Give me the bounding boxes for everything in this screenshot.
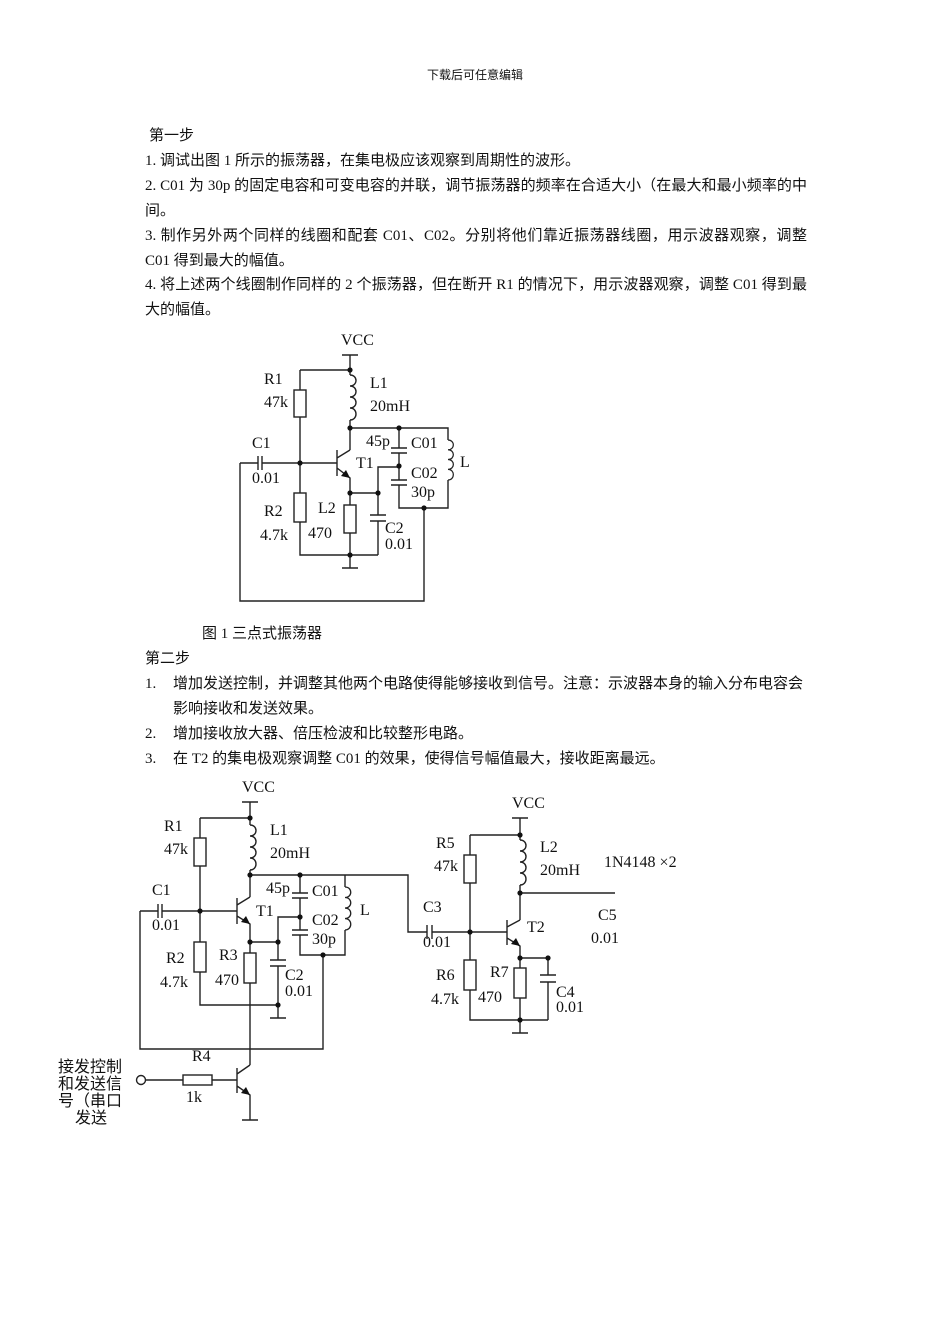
- c01-label: C01: [411, 435, 438, 452]
- item-text: 在 T2 的集电极观察调整 C01 的效果，使得信号幅值最大，接收距离最远。: [173, 751, 665, 767]
- step2-title: 第二步: [145, 651, 191, 667]
- r2-resistor: [193, 941, 207, 973]
- r6-value: 4.7k: [431, 991, 459, 1008]
- step1-item-4: 4. 将上述两个线圈制作同样的 2 个振荡器，但在断开 R1 的情况下，用示波器…: [145, 277, 807, 318]
- l1-label: L1: [270, 822, 288, 839]
- r2-value: 4.7k: [160, 974, 188, 991]
- page-header: 下载后可任意编辑: [426, 68, 523, 82]
- c02-label: C02: [312, 912, 339, 929]
- c2-label: C2: [385, 520, 404, 537]
- t1-label: T1: [256, 903, 274, 920]
- r7-value: 470: [478, 989, 502, 1006]
- l1-inductor: [249, 824, 257, 871]
- r1-value: 47k: [264, 394, 288, 411]
- r2-resistor: [293, 492, 307, 523]
- r3-value: 470: [215, 972, 239, 989]
- l2-inductor: [519, 839, 527, 886]
- r6-label: R6: [436, 967, 455, 984]
- c4-value: 0.01: [556, 999, 584, 1016]
- step1-item-2: 2. C01 为 30p 的固定电容和可变电容的并联，调节振荡器的频率在合适大小…: [145, 178, 807, 219]
- r4-label: R4: [192, 1048, 211, 1065]
- r1-resistor: [193, 837, 207, 867]
- vcc-label: VCC: [341, 332, 374, 349]
- item-text: 增加发送控制，并调整其他两个电路使得能够接收到信号。注意：示波器本身的输入分布电…: [173, 676, 804, 717]
- r2-label: R2: [166, 950, 185, 967]
- input-label-line: 发送: [75, 1109, 107, 1127]
- step2-item-3: 3. 在 T2 的集电极观察调整 C01 的效果，使得信号幅值最大，接收距离最远。: [145, 747, 807, 772]
- l1-value: 20mH: [370, 398, 410, 415]
- figure2-transceiver-circuit: VCC R1 47k L1 20mH C1 0.01 45p C01 T1 L …: [58, 779, 677, 1127]
- l-inductor: [344, 886, 352, 931]
- c02-value: 30p: [411, 484, 435, 501]
- c5-value: 0.01: [591, 930, 619, 947]
- r1-label: R1: [264, 371, 283, 388]
- step1-item-1: 1. 调试出图 1 所示的振荡器，在集电极应该观察到周期性的波形。: [145, 153, 581, 169]
- l2-value: 20mH: [540, 862, 580, 879]
- input-label-line: 号（串口: [58, 1092, 122, 1110]
- t1-label: T1: [356, 455, 374, 472]
- item-text: 增加接收放大器、倍压检波和比较整形电路。: [173, 726, 474, 742]
- c02-value: 30p: [312, 931, 336, 948]
- c1-label: C1: [152, 882, 171, 899]
- r4-resistor: [182, 1074, 213, 1086]
- r3-resistor: [243, 952, 257, 984]
- c5-label: C5: [598, 907, 617, 924]
- c1-value: 0.01: [152, 917, 180, 934]
- c01-value: 45p: [266, 880, 290, 897]
- r5-value: 47k: [434, 858, 458, 875]
- item-number: 2.: [145, 726, 157, 742]
- l1-inductor: [349, 374, 357, 421]
- input-terminal[interactable]: [135, 1074, 147, 1086]
- step2-item-1: 1. 增加发送控制，并调整其他两个电路使得能够接收到信号。注意：示波器本身的输入分…: [145, 672, 807, 722]
- figure1-oscillator-circuit: VCC R1 47k L1 20mH C1 0.01 45p C01 T1 L …: [239, 332, 470, 602]
- r1-label: R1: [164, 818, 183, 835]
- r1-value: 47k: [164, 841, 188, 858]
- c1-value: 0.01: [252, 470, 280, 487]
- t2-label: T2: [527, 919, 545, 936]
- l-label: L: [460, 454, 470, 471]
- c2-label: C2: [285, 967, 304, 984]
- l1-value: 20mH: [270, 845, 310, 862]
- c01-label: C01: [312, 883, 339, 900]
- input-label-line: 和发送信: [58, 1075, 122, 1093]
- vcc-label: VCC: [242, 779, 275, 796]
- l1-label: L1: [370, 375, 388, 392]
- step2-item-2: 2. 增加接收放大器、倍压检波和比较整形电路。: [145, 722, 807, 747]
- r7-resistor: [513, 967, 527, 999]
- step1-title: 第一步: [149, 128, 195, 144]
- r6-resistor: [463, 959, 477, 991]
- r3-label: R3: [219, 947, 238, 964]
- l-label: L: [360, 902, 370, 919]
- r7-label: R7: [490, 964, 509, 981]
- c1-label: C1: [252, 435, 271, 452]
- r2-label: R2: [264, 503, 283, 520]
- input-label-line: 接发控制: [58, 1058, 122, 1076]
- figure1-caption: 图 1 三点式振荡器: [202, 626, 323, 642]
- item-number: 3.: [145, 751, 157, 767]
- l2-label: L2: [540, 839, 558, 856]
- l2-value: 470: [308, 525, 332, 542]
- c2-value: 0.01: [285, 983, 313, 1000]
- vcc-label-receiver: VCC: [512, 795, 545, 812]
- step1-item-3: 3. 制作另外两个同样的线圈和配套 C01、C02。分别将他们靠近振荡器线圈，用…: [145, 228, 807, 269]
- r4-value: 1k: [186, 1089, 202, 1106]
- c3-value: 0.01: [423, 934, 451, 951]
- c2-value: 0.01: [385, 536, 413, 553]
- c4-label: C4: [556, 984, 575, 1001]
- c02-label: C02: [411, 465, 438, 482]
- diode-label: 1N4148 ×2: [604, 854, 677, 871]
- c3-label: C3: [423, 899, 442, 916]
- r1-resistor: [293, 389, 307, 418]
- l2-label: L2: [318, 500, 336, 517]
- l2-resistor: [343, 504, 357, 534]
- r5-resistor: [463, 854, 477, 884]
- l-inductor: [447, 439, 455, 481]
- r2-value: 4.7k: [260, 527, 288, 544]
- c01-value: 45p: [366, 433, 390, 450]
- r5-label: R5: [436, 835, 455, 852]
- item-number: 1.: [145, 676, 157, 692]
